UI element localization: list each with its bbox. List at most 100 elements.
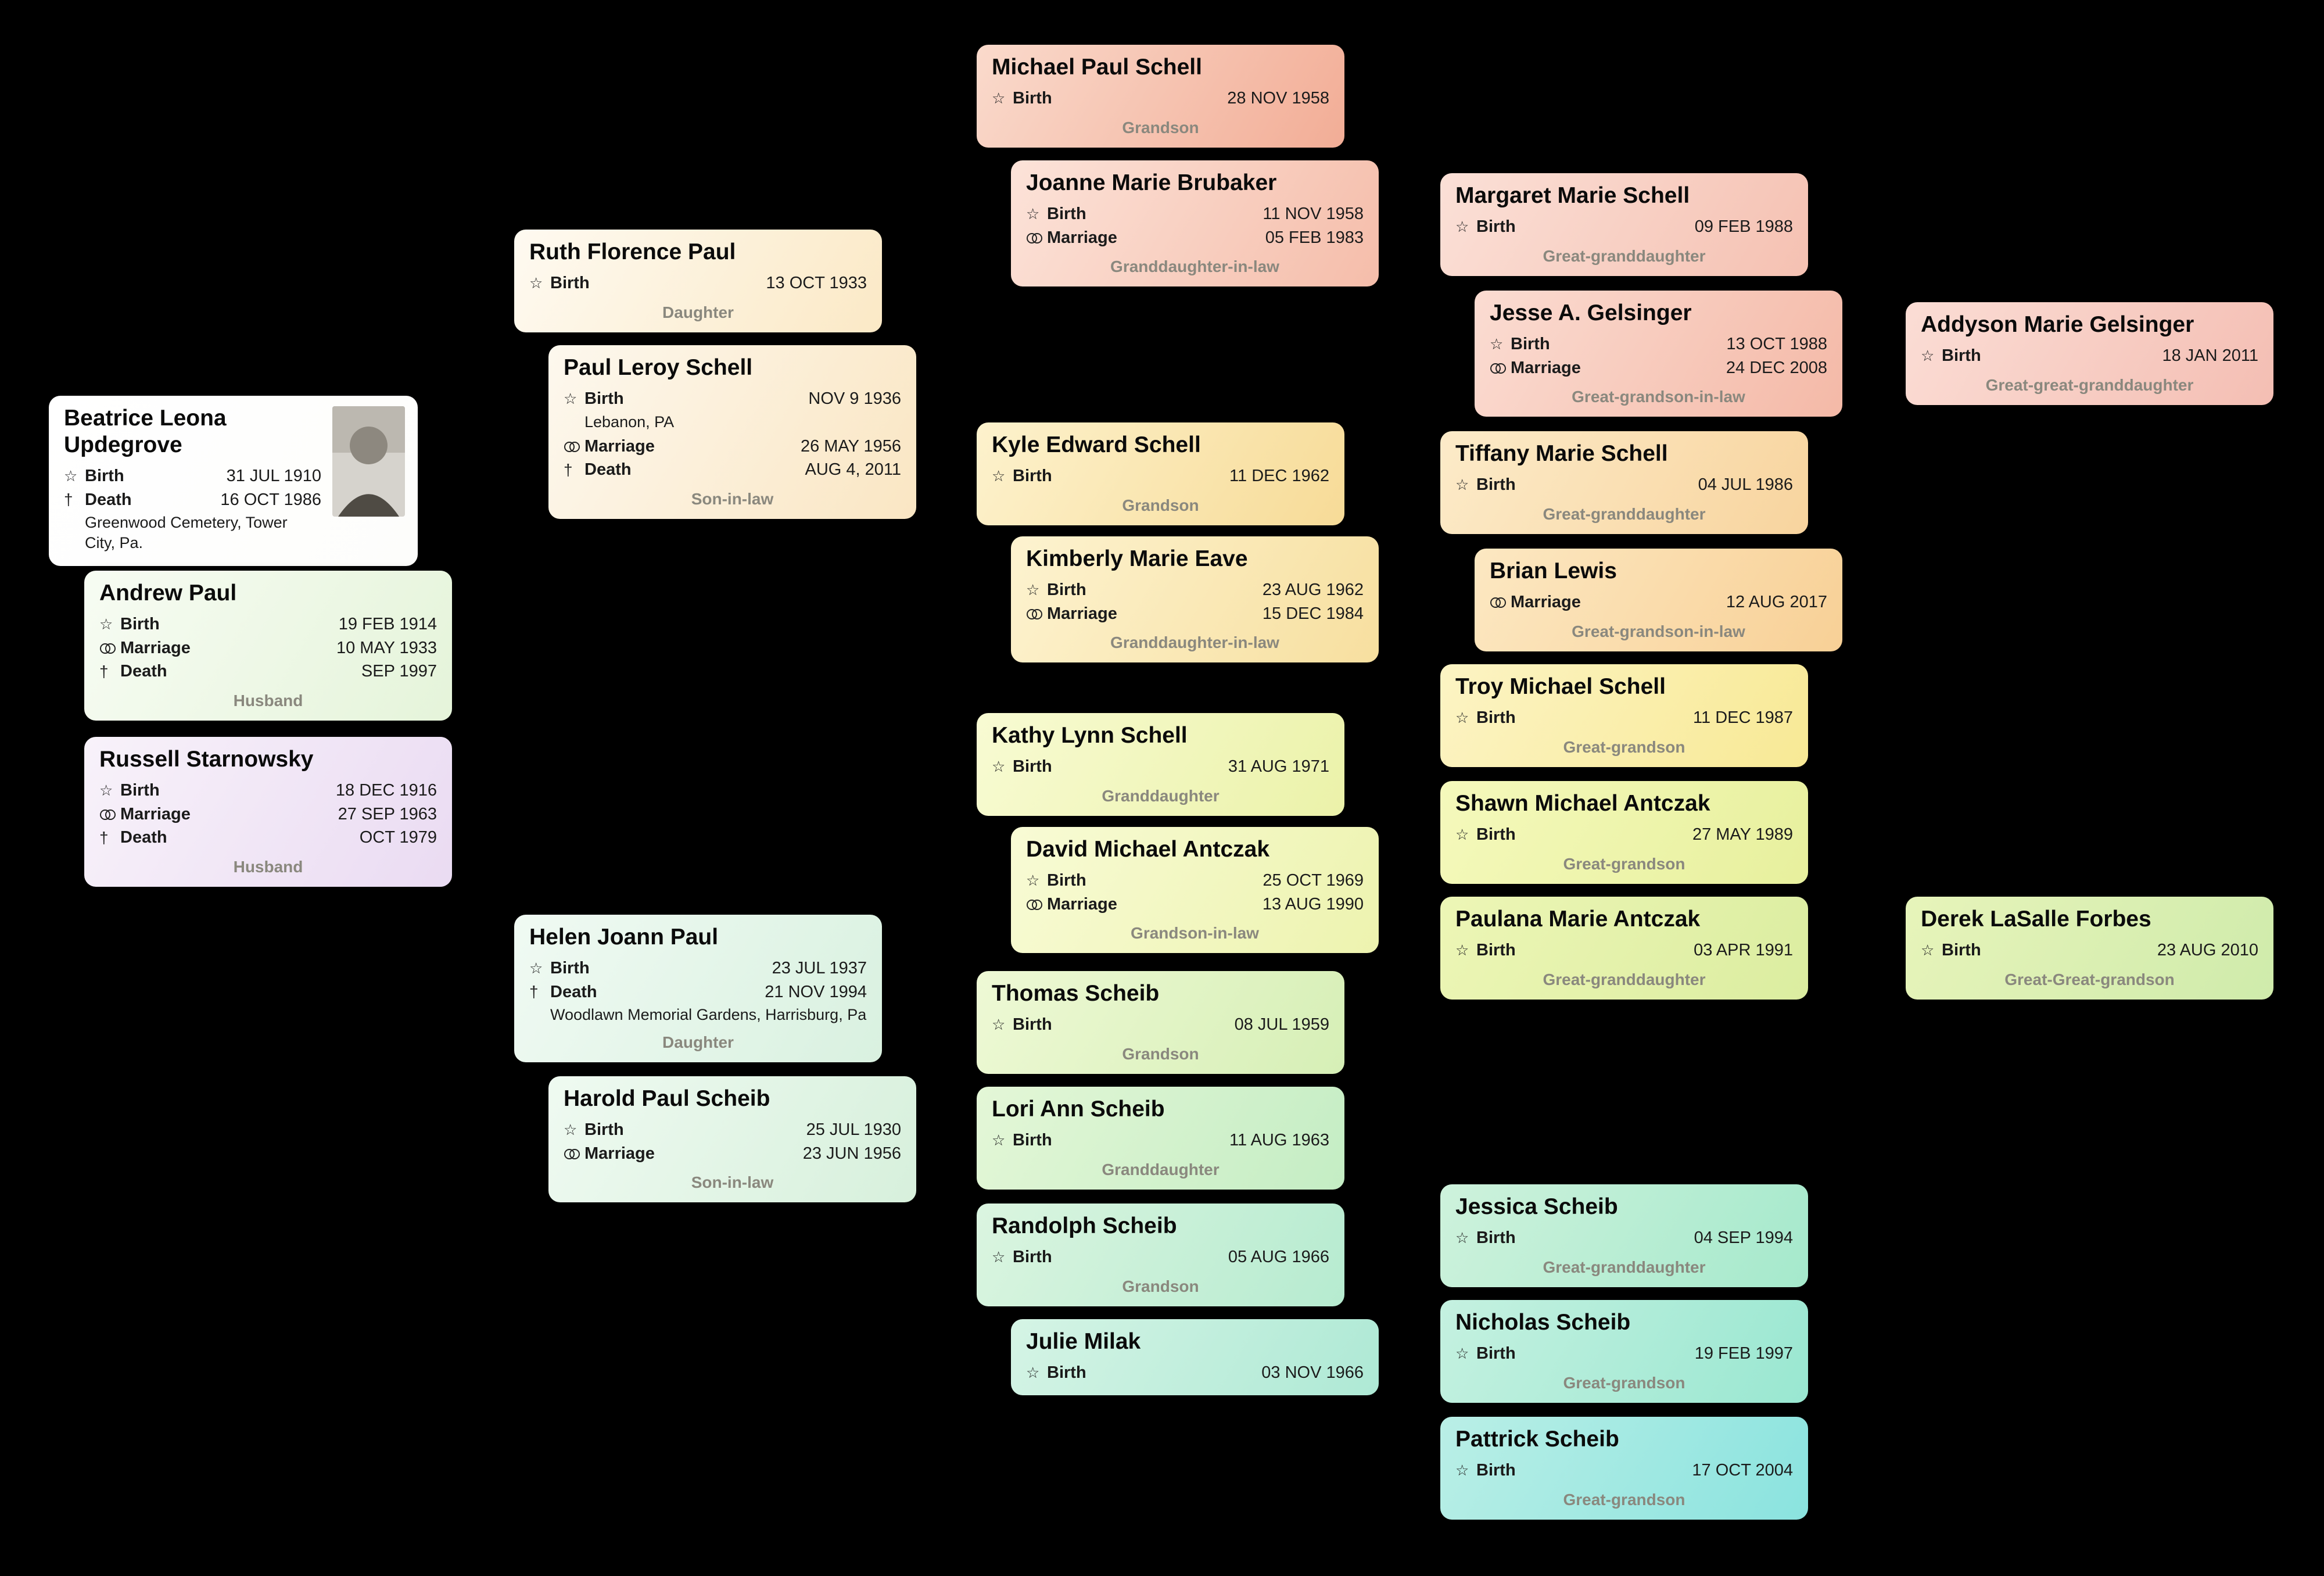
detail-value: 21 NOV 1994 xyxy=(765,982,867,1001)
relationship-label: Son-in-law xyxy=(691,489,774,508)
detail-place: Greenwood Cemetery, Tower City, Pa. xyxy=(85,514,288,552)
detail-label: Marriage xyxy=(1047,894,1117,914)
person-name: Beatrice Leona Updegrove xyxy=(64,406,227,458)
detail-label: Birth xyxy=(1476,1344,1516,1363)
star-icon xyxy=(1026,203,1047,224)
star-icon xyxy=(1921,345,1942,366)
relationship-label: Great-Great-grandson xyxy=(2004,970,2175,988)
detail-value: 15 DEC 1984 xyxy=(1262,604,1364,623)
detail-value: 12 AUG 2017 xyxy=(1726,593,1827,612)
detail-label: Birth xyxy=(584,1120,624,1140)
detail-rows: Birth 11 AUG 1963 xyxy=(992,1129,1329,1152)
detail-label: Birth xyxy=(584,389,624,409)
relationship-label: Son-in-law xyxy=(691,1173,774,1192)
detail-value: 18 DEC 1916 xyxy=(335,781,437,800)
person-name: Tiffany Marie Schell xyxy=(1455,441,1668,466)
detail-label: Birth xyxy=(1047,871,1086,890)
relationship-label: Great-granddaughter xyxy=(1543,504,1706,523)
detail-label: Marriage xyxy=(1511,593,1581,612)
person-name: Paul Leroy Schell xyxy=(564,355,753,380)
detail-value: 24 DEC 2008 xyxy=(1726,358,1827,377)
detail-value: 09 FEB 1988 xyxy=(1694,217,1793,237)
detail-value: 08 JUL 1959 xyxy=(1234,1015,1329,1034)
detail-label: Birth xyxy=(1013,1248,1052,1267)
star-icon xyxy=(992,1014,1013,1035)
rings-icon xyxy=(1490,594,1511,610)
detail-label: Birth xyxy=(1013,1131,1052,1150)
person-name: Jesse A. Gelsinger xyxy=(1490,300,1692,325)
photo-image xyxy=(332,406,405,517)
detail-value: 11 AUG 1963 xyxy=(1229,1131,1329,1150)
star-icon xyxy=(1455,1343,1476,1364)
star-icon xyxy=(1455,824,1476,845)
detail-value: 11 DEC 1987 xyxy=(1693,708,1793,728)
person-name: Kyle Edward Schell xyxy=(992,432,1201,457)
relationship-label: Husband xyxy=(233,857,303,876)
relationship-label: Grandson xyxy=(1122,1044,1199,1063)
star-icon xyxy=(99,614,120,635)
detail-label: Birth xyxy=(1476,941,1516,960)
relationship-label: Great-grandson-in-law xyxy=(1572,622,1745,640)
relationship-label: Great-grandson-in-law xyxy=(1572,388,1745,406)
detail-label: Birth xyxy=(1942,346,1981,366)
star-icon xyxy=(564,1119,584,1140)
portrait-photo xyxy=(332,406,405,517)
detail-value: 10 MAY 1933 xyxy=(336,638,437,657)
detail-value: 03 NOV 1966 xyxy=(1261,1363,1364,1382)
